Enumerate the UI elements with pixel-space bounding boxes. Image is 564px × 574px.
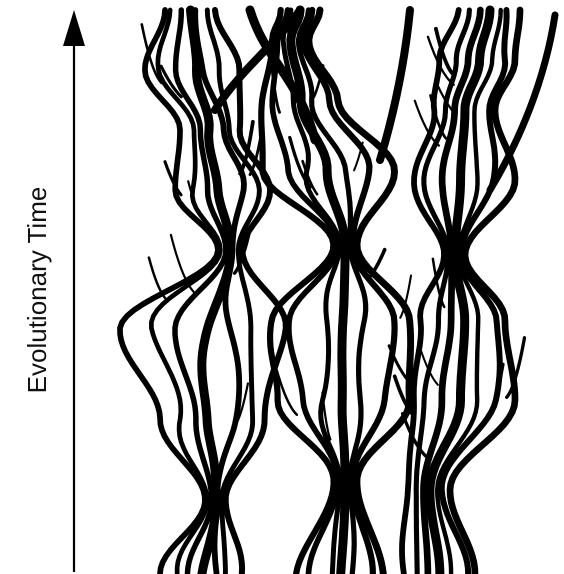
cross-branch — [490, 15, 555, 190]
time-axis: Evolutionary Time — [22, 10, 85, 572]
cross-branch — [380, 10, 410, 160]
lineage-branches — [120, 10, 555, 574]
arrowhead-icon — [63, 10, 85, 46]
time-axis-label: Evolutionary Time — [22, 187, 52, 394]
